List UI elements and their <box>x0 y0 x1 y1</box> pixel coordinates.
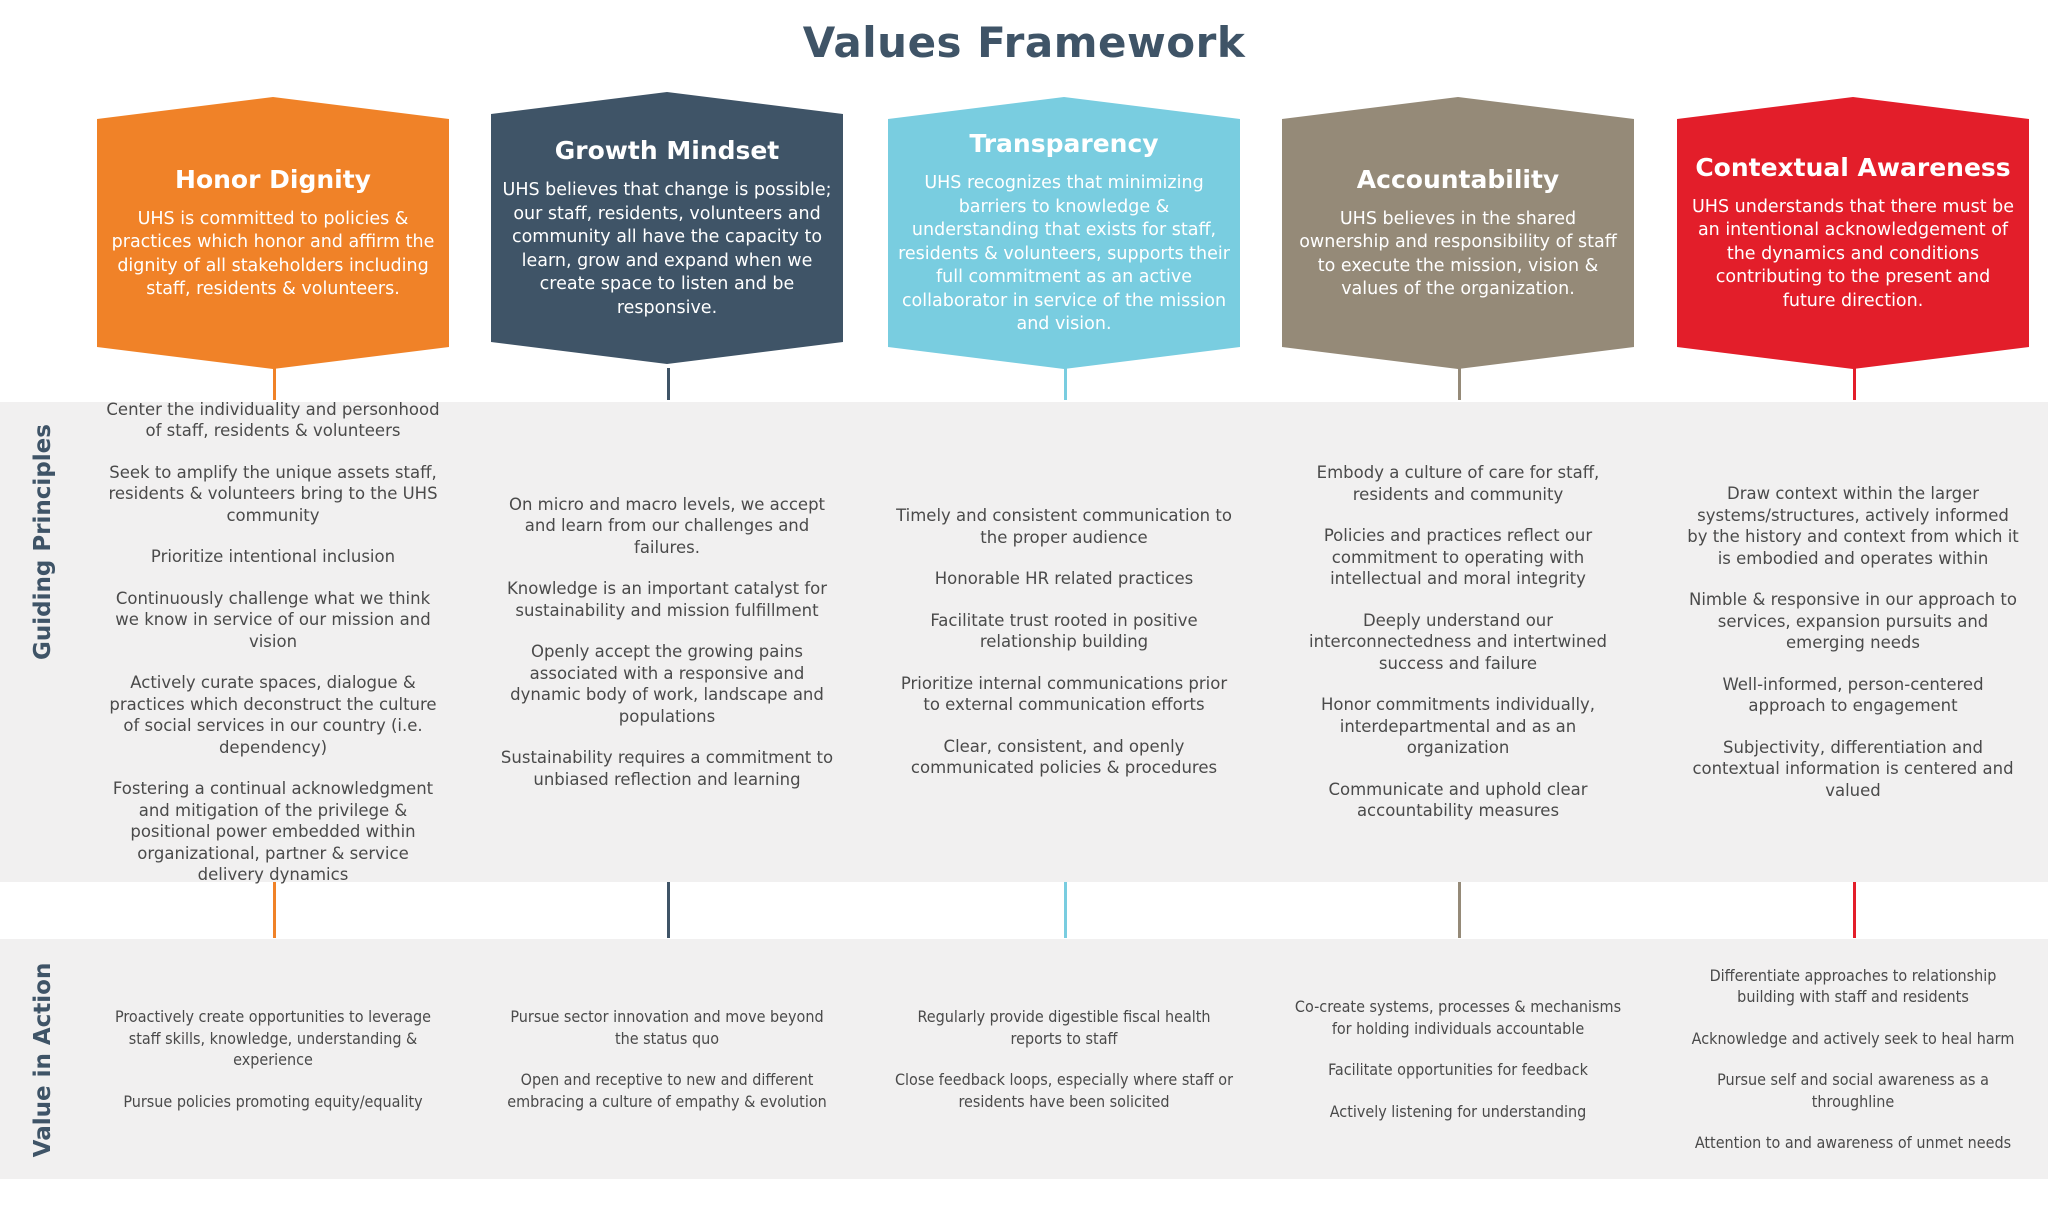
guiding-principle-item: Prioritize intentional inclusion <box>150 547 396 566</box>
value-in-action-list: Regularly provide digestible fiscal heal… <box>888 939 1240 1179</box>
connector-line-bottom <box>1853 882 1856 938</box>
value-in-action-item: Proactively create opportunities to leve… <box>114 1007 432 1069</box>
hexagon-shape <box>888 97 1240 369</box>
value-in-action-item: Open and receptive to new and different … <box>507 1070 827 1111</box>
value-title: Transparency <box>969 129 1159 159</box>
value-in-action-item: Acknowledge and actively seek to heal ha… <box>1691 1028 2015 1048</box>
guiding-principle-item: Deeply understand our interconnectedness… <box>1309 610 1607 673</box>
guiding-principle-item: On micro and macro levels, we accept and… <box>508 494 826 557</box>
value-in-action-item: Pursue policies promoting equity/equalit… <box>123 1091 423 1111</box>
value-description: UHS believes in the shared ownership and… <box>1299 208 1617 300</box>
hexagon-shape <box>491 92 843 364</box>
guiding-principle-item: Fostering a continual acknowledgment and… <box>112 779 434 884</box>
value-description: UHS is committed to policies & practices… <box>111 208 435 300</box>
value-in-action-item: Actively listening for understanding <box>1329 1101 1587 1121</box>
hexagon-shape <box>97 97 449 369</box>
guiding-principle-item: Continuously challenge what we think we … <box>115 588 431 651</box>
value-title: Accountability <box>1356 164 1560 194</box>
page-title: Values Framework <box>802 18 1246 67</box>
guiding-principles-list: Embody a culture of care for staff, resi… <box>1282 402 1634 882</box>
connector-line-bottom <box>667 882 670 938</box>
value-in-action-label: Value in Action <box>30 962 56 1158</box>
value-title: Honor Dignity <box>175 164 371 194</box>
value-in-action-band <box>0 939 2048 1179</box>
connector-line-top <box>667 368 670 400</box>
connector-line-top <box>1458 368 1461 400</box>
guiding-principle-item: Openly accept the growing pains associat… <box>510 642 824 726</box>
value-in-action-item: Pursue self and social awareness as a th… <box>1717 1070 1989 1111</box>
connector-line-bottom <box>1064 882 1067 938</box>
value-description: UHS recognizes that minimizing barriers … <box>898 173 1230 335</box>
connector-line-top <box>1064 368 1067 400</box>
value-title: Growth Mindset <box>554 136 780 165</box>
guiding-principles-band <box>0 402 2048 882</box>
guiding-principle-item: Honor commitments individually, interdep… <box>1320 695 1596 758</box>
connector-line-bottom <box>273 882 276 938</box>
guiding-principle-item: Honorable HR related practices <box>934 569 1194 589</box>
value-in-action-list: Proactively create opportunities to leve… <box>97 939 449 1179</box>
value-in-action-item: Facilitate opportunities for feedback <box>1328 1060 1588 1079</box>
guiding-principle-item: Timely and consistent communication to t… <box>896 506 1232 547</box>
guiding-principle-item: Nimble & responsive in our approach to s… <box>1689 590 2017 652</box>
value-in-action-item: Attention to and awareness of unmet need… <box>1694 1133 2012 1152</box>
guiding-principle-item: Prioritize internal communications prior… <box>900 673 1228 715</box>
guiding-principle-item: Draw context within the larger systems/s… <box>1687 484 2019 568</box>
hexagon-shape <box>1677 97 2029 369</box>
guiding-principle-item: Seek to amplify the unique assets staff,… <box>108 462 438 525</box>
guiding-principles-list: Timely and consistent communication to t… <box>888 402 1240 882</box>
value-description: UHS understands that there must be an in… <box>1692 196 2014 311</box>
guiding-principle-item: Facilitate trust rooted in positive rela… <box>930 610 1198 652</box>
value-in-action-list: Co-create systems, processes & mechanism… <box>1282 939 1634 1179</box>
guiding-principles-list: Draw context within the larger systems/s… <box>1677 402 2029 882</box>
guiding-principle-item: Sustainability requires a commitment to … <box>500 748 834 789</box>
guiding-principles-list: On micro and macro levels, we accept and… <box>491 402 843 882</box>
guiding-principles-label: Guiding Principles <box>30 424 56 660</box>
guiding-principle-item: Subjectivity, differentiation and contex… <box>1692 737 2014 800</box>
guiding-principle-item: Knowledge is an important catalyst for s… <box>506 579 828 620</box>
value-description: UHS believes that change is possible; ou… <box>502 180 832 318</box>
value-in-action-item: Close feedback loops, especially where s… <box>895 1070 1233 1111</box>
guiding-principle-item: Embody a culture of care for staff, resi… <box>1316 463 1600 504</box>
guiding-principle-item: Center the individuality and personhood … <box>106 399 440 441</box>
connector-line-top <box>1853 368 1856 400</box>
guiding-principle-item: Communicate and uphold clear accountabil… <box>1328 779 1588 821</box>
guiding-principle-item: Actively curate spaces, dialogue & pract… <box>109 673 437 757</box>
guiding-principle-item: Well-informed, person-centered approach … <box>1722 674 1984 716</box>
value-in-action-item: Regularly provide digestible fiscal heal… <box>917 1007 1211 1048</box>
value-in-action-item: Co-create systems, processes & mechanism… <box>1294 997 1622 1038</box>
connector-line-top <box>273 368 276 400</box>
connector-line-bottom <box>1458 882 1461 938</box>
guiding-principles-list: Center the individuality and personhood … <box>97 399 449 885</box>
value-in-action-item: Pursue sector innovation and move beyond… <box>510 1007 824 1048</box>
value-in-action-list: Pursue sector innovation and move beyond… <box>491 939 843 1179</box>
guiding-principle-item: Policies and practices reflect our commi… <box>1323 526 1593 589</box>
value-title: Contextual Awareness <box>1695 152 2011 182</box>
hexagon-shape <box>1282 97 1634 369</box>
value-in-action-list: Differentiate approaches to relationship… <box>1677 939 2029 1179</box>
guiding-principle-item: Clear, consistent, and openly communicat… <box>910 736 1218 778</box>
value-in-action-item: Differentiate approaches to relationship… <box>1709 965 1997 1007</box>
